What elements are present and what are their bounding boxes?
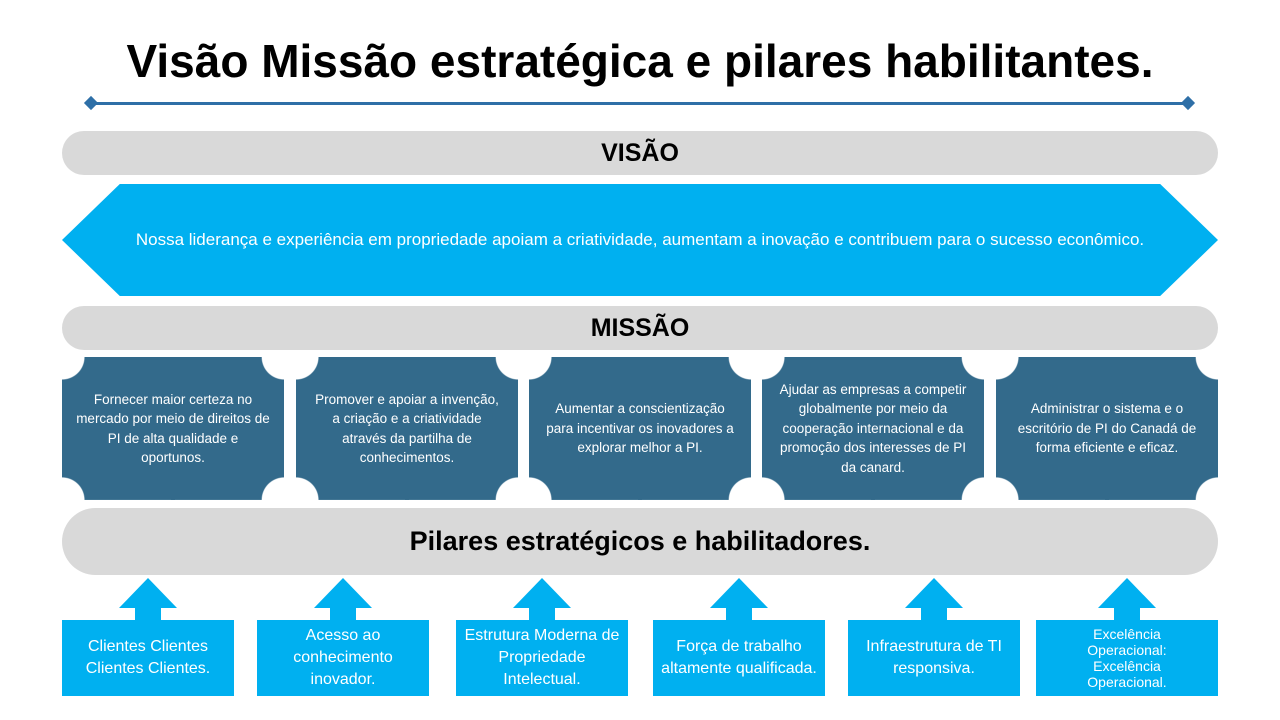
pillar-label: Infraestrutura de TI responsiva. <box>848 620 1020 696</box>
mission-item-text: Ajudar as empresas a competir globalment… <box>779 381 967 475</box>
mission-item: Administrar o sistema e o escritório de … <box>996 357 1218 500</box>
divider-end-diamond <box>83 95 99 111</box>
vision-text: Nossa liderança e experiência em proprie… <box>135 230 1145 249</box>
pillar-item: Acesso ao conhecimento inovador. <box>257 578 429 696</box>
title-divider <box>90 102 1188 105</box>
up-arrow-icon <box>314 578 372 608</box>
divider-end-diamond <box>1180 95 1196 111</box>
up-arrow-icon <box>1098 578 1156 608</box>
up-arrow-icon <box>513 578 571 608</box>
vision-banner: Nossa liderança e experiência em proprie… <box>62 184 1218 296</box>
mission-item-text: Fornecer maior certeza no mercado por me… <box>76 391 270 466</box>
mission-item: Ajudar as empresas a competir globalment… <box>762 357 984 500</box>
arrow-shaft <box>1114 607 1140 621</box>
mission-item: Fornecer maior certeza no mercado por me… <box>62 357 284 500</box>
vision-heading: VISÃO <box>62 131 1218 175</box>
page-title: Visão Missão estratégica e pilares habil… <box>126 35 1154 87</box>
mission-heading: MISSÃO <box>62 306 1218 350</box>
arrow-shaft <box>921 607 947 621</box>
mission-item-text: Aumentar a conscientização para incentiv… <box>546 401 734 456</box>
pillar-item: Excelência Operacional: Excelência Opera… <box>1036 578 1218 696</box>
pillar-label: Estrutura Moderna de Propriedade Intelec… <box>456 620 628 696</box>
up-arrow-icon <box>119 578 177 608</box>
up-arrow-icon <box>905 578 963 608</box>
arrow-shaft <box>135 607 161 621</box>
pillars-heading: Pilares estratégicos e habilitadores. <box>62 508 1218 575</box>
mission-item: Promover e apoiar a invenção, a criação … <box>296 357 518 500</box>
mission-item: Aumentar a conscientização para incentiv… <box>529 357 751 500</box>
pillar-label: Força de trabalho altamente qualificada. <box>653 620 825 696</box>
pillar-item: Clientes Clientes Clientes Clientes. <box>62 578 234 696</box>
arrow-shaft <box>330 607 356 621</box>
arrow-shaft <box>726 607 752 621</box>
up-arrow-icon <box>710 578 768 608</box>
pillar-item: Infraestrutura de TI responsiva. <box>848 578 1020 696</box>
pillar-label: Clientes Clientes Clientes Clientes. <box>62 620 234 696</box>
mission-item-text: Promover e apoiar a invenção, a criação … <box>315 391 499 466</box>
pillar-label: Acesso ao conhecimento inovador. <box>257 620 429 696</box>
pillar-item: Força de trabalho altamente qualificada. <box>653 578 825 696</box>
pillar-label: Excelência Operacional: Excelência Opera… <box>1036 620 1218 696</box>
pillar-item: Estrutura Moderna de Propriedade Intelec… <box>456 578 628 696</box>
mission-item-text: Administrar o sistema e o escritório de … <box>1017 401 1197 456</box>
arrow-shaft <box>529 607 555 621</box>
